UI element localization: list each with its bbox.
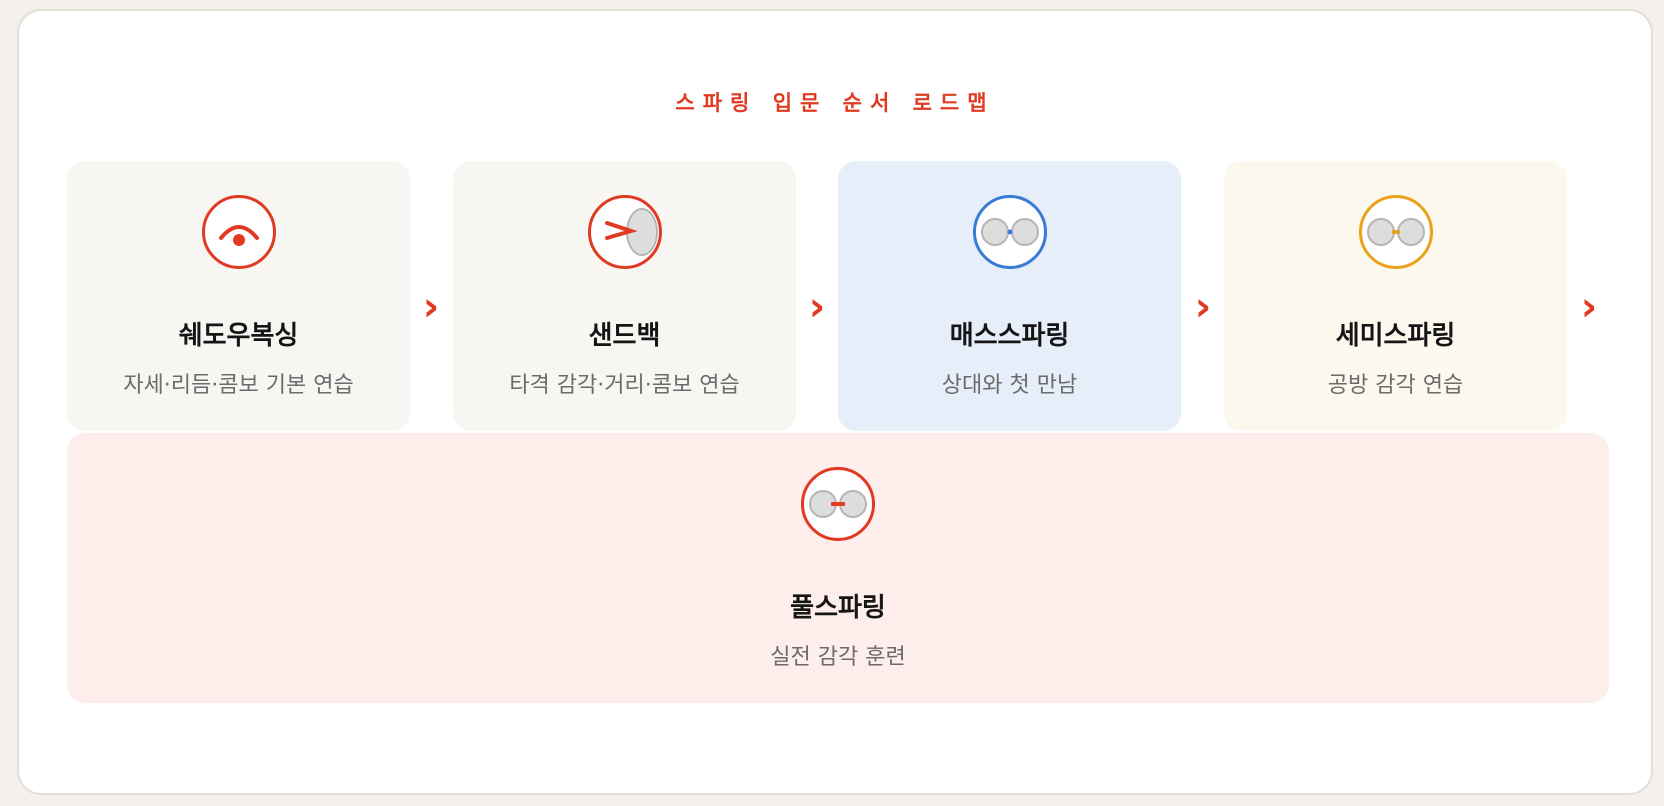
step-description: 자세·리듬·콤보 기본 연습 xyxy=(123,373,354,398)
next-arrow-icon: › xyxy=(422,284,440,330)
step-card-shadowboxing: 쉐도우복싱 자세·리듬·콤보 기본 연습 xyxy=(67,161,410,431)
step-description: 실전 감각 훈련 xyxy=(770,645,906,670)
roadmap-panel: 스파링 입문 순서 로드맵 쉐도우복싱 자세·리듬·콤보 기본 연습 › 샌드백… xyxy=(17,9,1653,795)
step-card-semi-sparring: 세미스파링 공방 감각 연습 xyxy=(1224,161,1567,431)
light-sparring-icon xyxy=(972,194,1048,270)
punch-bag-icon xyxy=(587,194,663,270)
eye-icon xyxy=(201,194,277,270)
step-name: 풀스파링 xyxy=(790,593,886,623)
step-name: 쉐도우복싱 xyxy=(178,321,299,351)
next-arrow-icon: › xyxy=(1194,284,1212,330)
next-arrow-icon: › xyxy=(1580,284,1598,330)
semi-sparring-icon xyxy=(1358,194,1434,270)
next-arrow-icon: › xyxy=(808,284,826,330)
step-description: 상대와 첫 만남 xyxy=(941,373,1078,398)
full-sparring-icon xyxy=(800,466,876,542)
step-name: 샌드백 xyxy=(588,321,661,351)
step-card-mass-sparring: 매스스파링 상대와 첫 만남 xyxy=(838,161,1181,431)
step-card-sandbag: 샌드백 타격 감각·거리·콤보 연습 xyxy=(453,161,796,431)
step-name: 매스스파링 xyxy=(949,321,1070,351)
step-name: 세미스파링 xyxy=(1335,321,1456,351)
roadmap-title: 스파링 입문 순서 로드맵 xyxy=(675,91,995,115)
step-card-full-sparring: 풀스파링 실전 감각 훈련 xyxy=(67,433,1609,703)
step-description: 타격 감각·거리·콤보 연습 xyxy=(509,373,740,398)
step-description: 공방 감각 연습 xyxy=(1327,373,1464,398)
